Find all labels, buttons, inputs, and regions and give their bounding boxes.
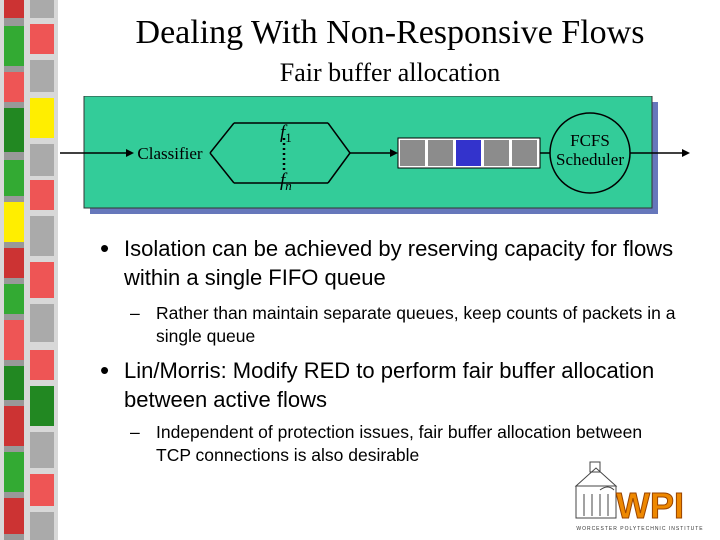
wpi-logo: WPI WORCESTER POLYTECHNIC INSTITUTE bbox=[574, 461, 703, 532]
logo-wordmark: WPI bbox=[616, 485, 684, 526]
logo-tagline: WORCESTER POLYTECHNIC INSTITUTE bbox=[576, 526, 703, 532]
flow-first-label: f1 bbox=[280, 122, 292, 145]
sub-bullet-text: Rather than maintain separate queues, ke… bbox=[156, 303, 676, 346]
scheduler-label-line2: Scheduler bbox=[556, 150, 624, 169]
sub-bullet-dash: – bbox=[130, 303, 140, 323]
queue-slot bbox=[456, 140, 481, 166]
building-icon bbox=[574, 461, 618, 519]
input-arrow-head bbox=[126, 149, 134, 157]
sub-bullet-dash: – bbox=[130, 422, 140, 442]
fifo-queue bbox=[397, 137, 541, 169]
flow-last-label: fn bbox=[280, 170, 292, 193]
output-arrow-head bbox=[682, 149, 690, 157]
slide-title: Dealing With Non-Responsive Flows bbox=[135, 14, 645, 51]
queue-slot bbox=[428, 140, 453, 166]
bullet-dot: • bbox=[100, 355, 110, 385]
fair-buffer-diagram: FCFS Scheduler Classifier f1 fn bbox=[60, 96, 690, 214]
bullet-text: Isolation can be achieved by reserving c… bbox=[124, 236, 674, 290]
slide-subtitle: Fair buffer allocation bbox=[279, 58, 501, 87]
bullet-dot: • bbox=[100, 233, 110, 263]
queue-slot bbox=[484, 140, 509, 166]
sub-bullet-text: Independent of protection issues, fair b… bbox=[156, 422, 643, 465]
bullet-text: Lin/Morris: Modify RED to perform fair b… bbox=[124, 358, 655, 412]
queue-slot bbox=[512, 140, 537, 166]
decorative-side-strip bbox=[0, 0, 58, 540]
classifier-label: Classifier bbox=[137, 144, 202, 163]
merge-arrow-head bbox=[390, 149, 398, 157]
scheduler-label-line1: FCFS bbox=[570, 131, 610, 150]
queue-slot bbox=[400, 140, 425, 166]
